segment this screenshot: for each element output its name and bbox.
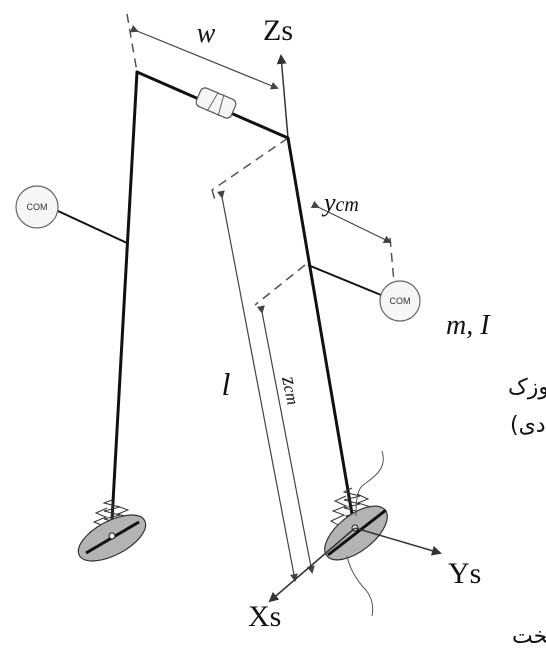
xs-axis-arrow [268, 527, 356, 603]
dashed-guides [126, 13, 395, 306]
ys-axis-arrow [354, 527, 442, 556]
ycm-dimension [310, 200, 392, 243]
zcm-dimension [256, 305, 315, 574]
zcm-label: zcm [277, 373, 308, 407]
hip-actuator [195, 87, 237, 119]
ycm-label: ycm [321, 188, 359, 217]
ankle-leader [355, 450, 384, 517]
com-right: COM [379, 280, 421, 322]
com-arms [57, 210, 382, 296]
guide-com-projection [254, 264, 306, 306]
robot-frame [110, 70, 355, 522]
right-spring-side [329, 495, 348, 527]
left-leg [110, 70, 139, 522]
leader-lines [346, 450, 384, 617]
guide-left-top [126, 13, 138, 73]
ankle-dof-label: (۳درجه آزادی) [510, 411, 546, 438]
right-foot [324, 505, 388, 561]
ankle-joint-label: مفصل قوزک [508, 375, 546, 400]
guide-right-com [389, 237, 395, 283]
zcm-sub: cm [280, 383, 303, 406]
ycm-sub: cm [336, 194, 359, 216]
com-right-label: COM [390, 296, 411, 306]
com-left: COM [15, 185, 59, 229]
ycm-main: y [321, 188, 336, 217]
zs-label: Zs [263, 14, 293, 47]
foot-sole-label: کف پای تخت [512, 624, 546, 649]
right-leg [286, 136, 355, 522]
guide-hip-projection [211, 137, 289, 191]
l-label: l [222, 366, 231, 402]
right-com-arm [307, 264, 382, 296]
guide-hip-tick [211, 189, 216, 201]
left-foot [77, 514, 147, 562]
xs-label: Xs [248, 600, 281, 633]
com-left-label: COM [27, 202, 48, 212]
left-com-arm [57, 210, 128, 244]
sole-leader [346, 555, 374, 617]
zs-axis-arrow [276, 54, 289, 139]
w-label: w [197, 18, 216, 49]
w-dimension [129, 25, 279, 90]
mass-inertia-label: m, I [446, 310, 491, 341]
dimension-arrows [129, 25, 392, 582]
ys-label: Ys [448, 557, 481, 590]
